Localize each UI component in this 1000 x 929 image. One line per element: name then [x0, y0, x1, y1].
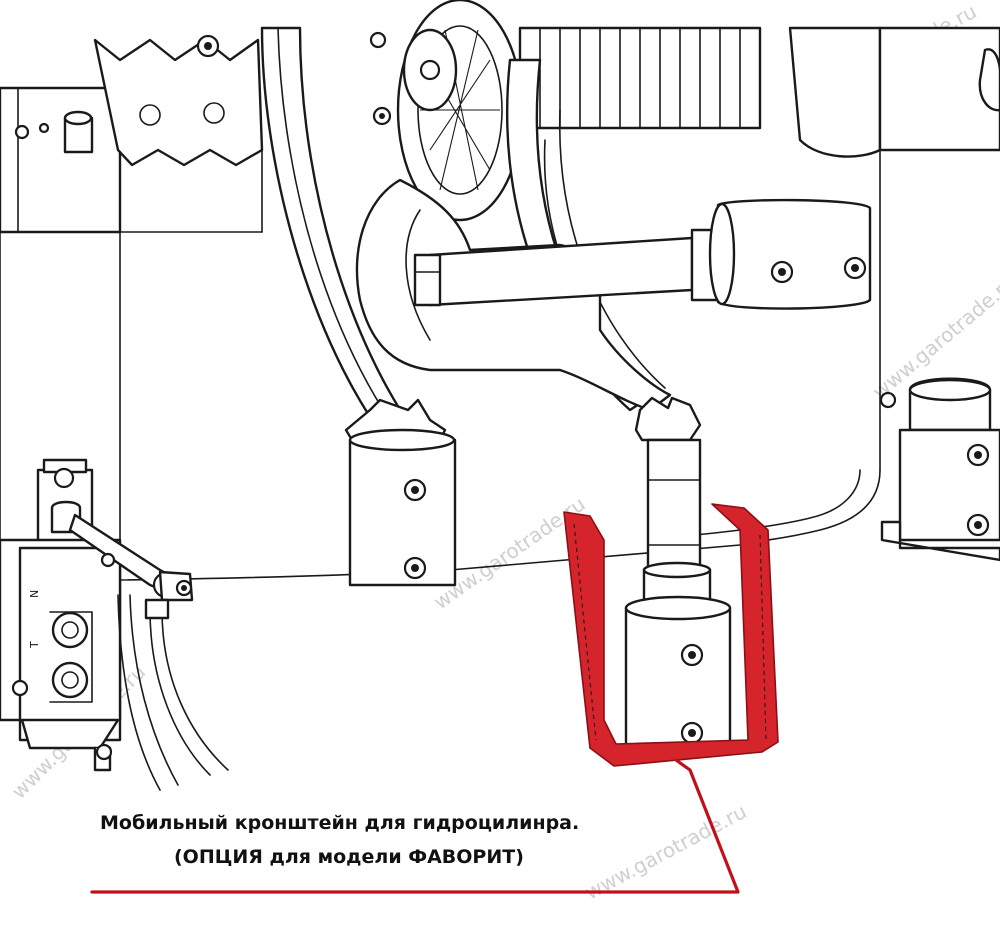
right-post: [879, 377, 1000, 562]
drum-assembly: [518, 26, 1000, 471]
caption-title: Мобильный кронштейн для гидроцилинра.: [100, 812, 580, 834]
left-clamp-block: [344, 398, 457, 587]
valve-label-t: T: [28, 641, 41, 649]
caption-subtitle: (ОПЦИЯ для модели ФАВОРИТ): [174, 846, 524, 868]
leader-line: [90, 758, 740, 894]
hydraulic-hoses: [117, 594, 229, 791]
wheel-hub: [369, 0, 524, 222]
mobile-bracket-highlight: [563, 503, 779, 767]
hydraulic-cylinder: [624, 396, 732, 747]
watermark-text: www.garotrade.ru: [581, 799, 750, 904]
valve-label-n: N: [28, 590, 41, 598]
horizontal-rod: [413, 198, 872, 310]
hydraulic-valve: N T: [0, 458, 194, 772]
